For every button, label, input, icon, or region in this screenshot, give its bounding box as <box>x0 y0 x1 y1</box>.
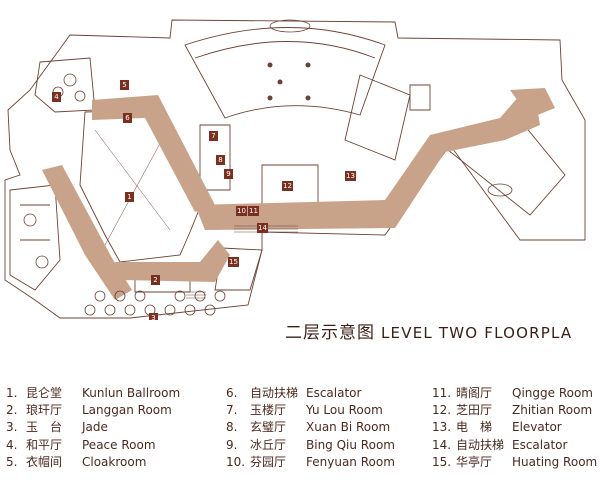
room-marker-5: 5 <box>120 80 129 90</box>
corridor-north-west <box>92 95 215 212</box>
room-marker-label: 5 <box>122 81 126 89</box>
central-hall <box>184 27 386 119</box>
corridor-central <box>195 95 540 230</box>
room-marker-10: 10 <box>236 206 247 216</box>
room-marker-8: 8 <box>216 155 225 165</box>
room-marker-1: 1 <box>125 192 134 202</box>
room-marker-label: 6 <box>125 114 130 122</box>
room-marker-label: 3 <box>151 314 155 320</box>
room-marker-label: 13 <box>346 172 355 180</box>
room-marker-15: 15 <box>228 257 239 267</box>
room-marker-13: 13 <box>345 171 356 181</box>
room-marker-14: 14 <box>257 223 268 233</box>
room-marker-2: 2 <box>151 275 160 285</box>
room-marker-label: 8 <box>218 156 222 164</box>
room-marker-label: 15 <box>229 258 238 266</box>
corridor-west <box>42 165 132 300</box>
building-outline <box>4 19 586 319</box>
floorplan-title-zh: 二层示意图 <box>285 323 375 343</box>
room-marker-label: 7 <box>211 132 215 140</box>
room-marker-label: 14 <box>258 224 267 232</box>
corridor-south <box>115 240 230 282</box>
corridor-east <box>510 88 555 118</box>
room-marker-9: 9 <box>224 169 233 179</box>
room-marker-12: 12 <box>282 181 293 191</box>
floorplan-title: 二层示意图 LEVEL TWO FLOORPLA <box>285 318 572 343</box>
room-marker-3: 3 <box>149 313 158 320</box>
room-marker-6: 6 <box>123 113 132 123</box>
room-marker-7: 7 <box>209 131 218 141</box>
floorplan-title-en: LEVEL TWO FLOORPLA <box>381 324 573 342</box>
room-marker-label: 2 <box>153 276 157 284</box>
room-marker-label: 1 <box>127 193 131 201</box>
room-marker-label: 9 <box>226 170 230 178</box>
room-marker-label: 12 <box>283 182 292 190</box>
room-marker-4: 4 <box>52 92 61 102</box>
room-marker-label: 10 <box>237 207 246 215</box>
room-marker-label: 11 <box>249 207 258 215</box>
room-marker-label: 4 <box>54 93 59 101</box>
room-marker-11: 11 <box>248 206 259 216</box>
